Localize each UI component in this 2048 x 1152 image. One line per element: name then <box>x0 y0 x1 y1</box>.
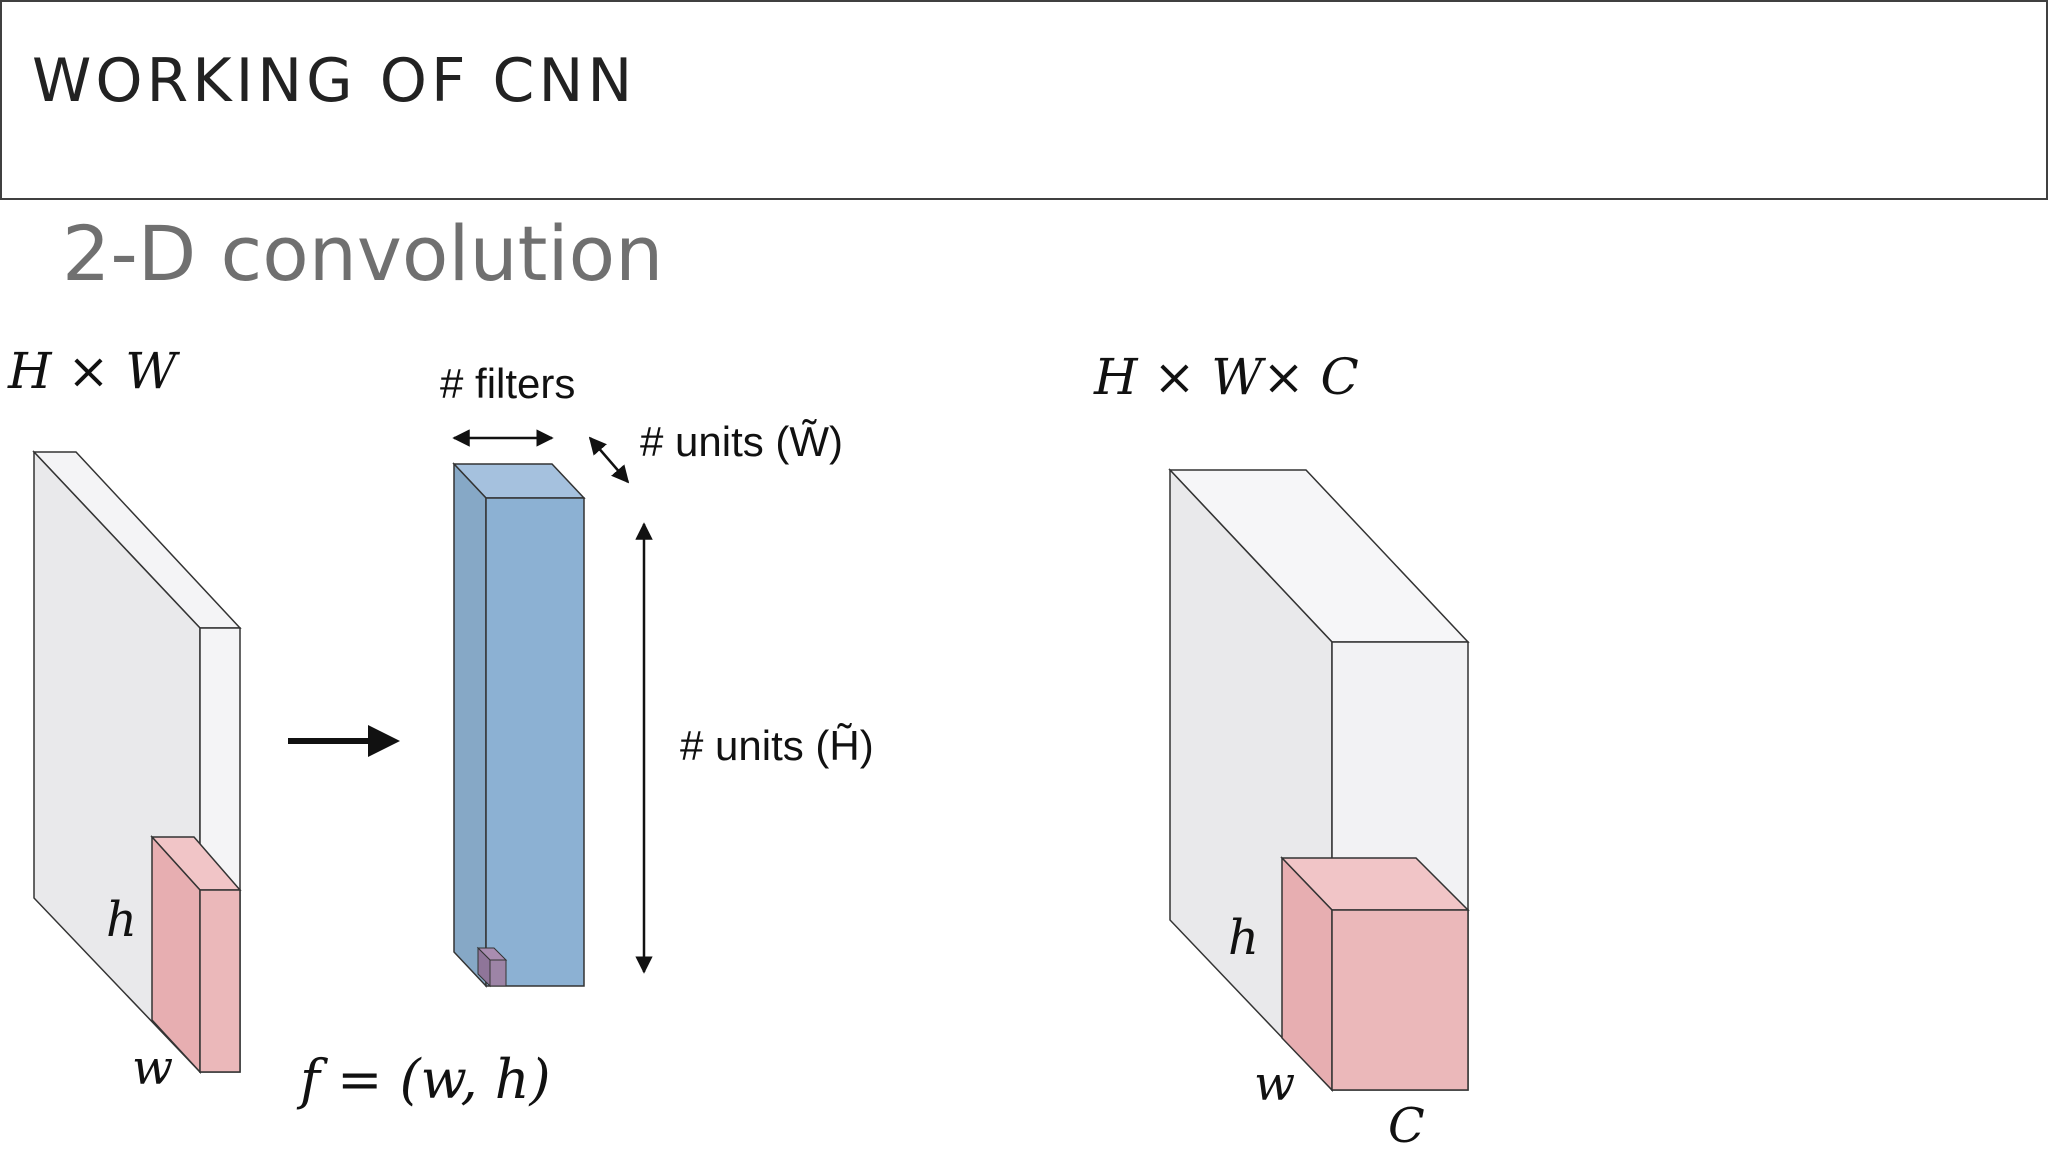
diagram-subtitle: 2-D convolution <box>62 209 663 298</box>
filter-3d <box>1280 856 1470 1092</box>
filter-2d-w-label: w <box>132 1040 173 1096</box>
filter-3d-h-label: h <box>1228 910 1259 966</box>
output-column-front <box>485 497 585 987</box>
filter-3d-w-label: w <box>1254 1056 1295 1112</box>
title-bar: WORKING OF CNN <box>0 0 2048 200</box>
output-column-side <box>453 462 487 988</box>
filter-2d-side <box>199 889 241 1073</box>
units-h-label: # units (H̃) <box>680 722 874 769</box>
output-column <box>452 462 586 988</box>
units-w-dimension-arrow <box>588 436 630 484</box>
convolution-diagram: 2-D convolution h w H × W <box>7 209 1470 1152</box>
filter-2d-h-label: h <box>106 892 137 948</box>
transform-arrow <box>288 725 400 757</box>
output-unit-front <box>489 959 507 987</box>
transform-arrow-head <box>368 725 400 757</box>
filter-3d-side <box>1331 909 1469 1091</box>
filter-size-formula: f = (w, h) <box>296 1048 551 1111</box>
units-w-label: # units (W̃) <box>640 418 843 465</box>
input-3d-dims-label: H × W× C <box>1093 348 1359 406</box>
filters-label: # filters <box>440 360 575 407</box>
filter-3d-c-label: C <box>1388 1098 1425 1152</box>
slide-title: WORKING OF CNN <box>32 46 637 116</box>
filter-2d <box>150 835 242 1074</box>
input-2d-dims-label: H × W <box>7 342 180 400</box>
slide-content: 2-D convolution h w H × W <box>0 198 2048 1152</box>
